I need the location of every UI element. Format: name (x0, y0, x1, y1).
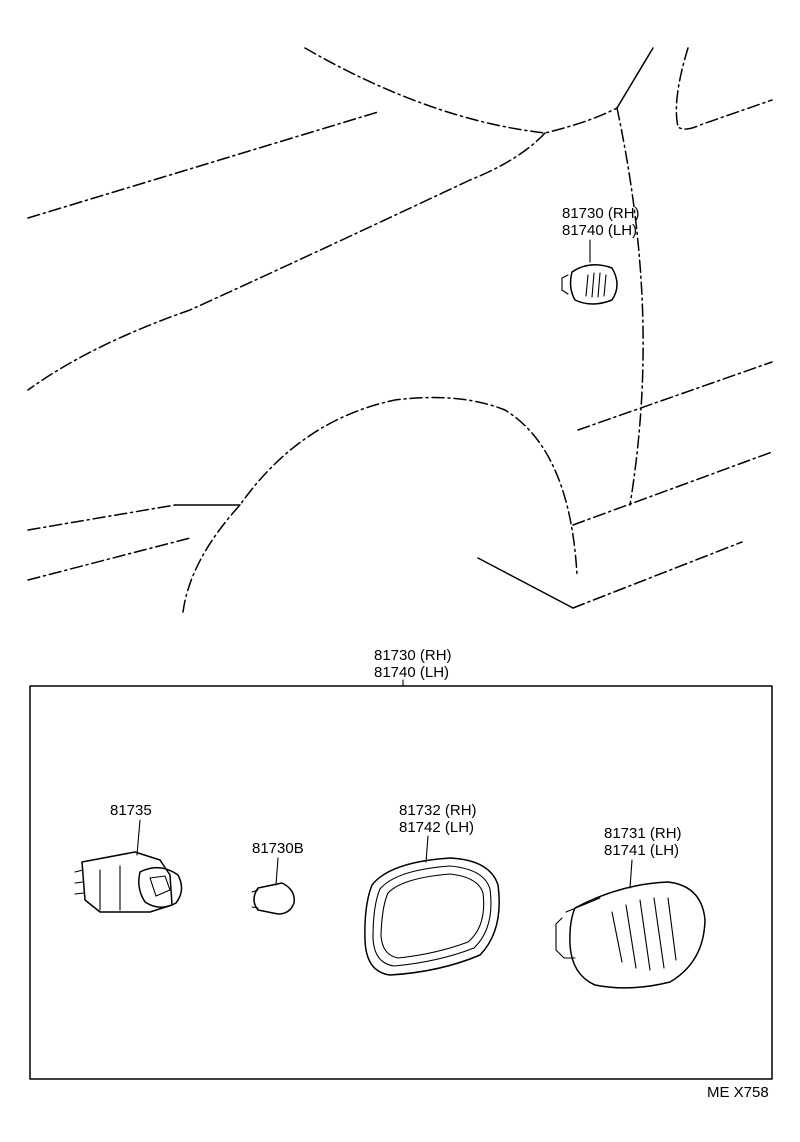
fender-seam-line (616, 107, 644, 506)
wheel-arch-line (182, 396, 578, 613)
socket-label: 81735 (110, 802, 152, 819)
lens-part: 81731 (RH) 81741 (LH) (555, 825, 706, 989)
door-line-lower (572, 451, 773, 526)
vehicle-outline (27, 47, 773, 613)
bulb-label: 81730B (252, 840, 304, 857)
callout-top: 81730 (RH) 81740 (LH) (562, 205, 640, 239)
bumper-line-upper (27, 504, 176, 531)
side-marker-lamp-installed (561, 239, 618, 305)
bumper-line-lower (27, 537, 191, 581)
door-line-upper (577, 361, 773, 431)
upper-character-line (27, 132, 546, 391)
rocker-line (477, 557, 574, 609)
rocker-rear-line (572, 541, 743, 609)
a-pillar-line (616, 47, 654, 109)
a-pillar-rear-line (675, 47, 773, 130)
assembly-lh-label: 81740 (LH) (374, 664, 449, 681)
gasket-part: 81732 (RH) 81742 (LH) (364, 802, 500, 976)
gasket-rh-label: 81732 (RH) (399, 802, 477, 819)
bulb-part: 81730B (251, 840, 304, 915)
callout-top-rh-label: 81730 (RH) (562, 205, 640, 222)
drawing-code: ME X758 (707, 1084, 769, 1101)
callout-top-lh-label: 81740 (LH) (562, 222, 637, 239)
lens-rh-label: 81731 (RH) (604, 825, 682, 842)
gasket-lh-label: 81742 (LH) (399, 819, 474, 836)
hood-edge-line (304, 47, 618, 134)
assembly-callout: 81730 (RH) 81740 (LH) (374, 647, 452, 687)
exploded-view-frame (29, 685, 773, 1080)
assembly-rh-label: 81730 (RH) (374, 647, 452, 664)
lens-lh-label: 81741 (LH) (604, 842, 679, 859)
hood-front-line (27, 111, 379, 219)
socket-part: 81735 (74, 802, 183, 913)
